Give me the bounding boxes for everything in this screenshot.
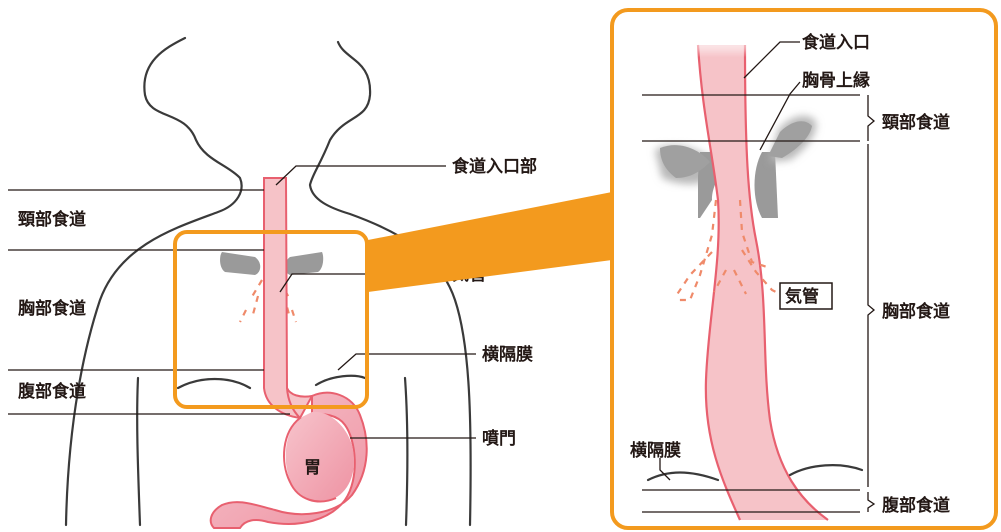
entrance-part-label: 食道入口部 (452, 156, 537, 177)
abdominal-label: 腹部食道 (18, 381, 86, 402)
zoom-thoracic-label: 胸部食道 (882, 301, 950, 322)
cardia-label: 噴門 (482, 429, 516, 449)
zoom-cervical-label: 頸部食道 (882, 112, 950, 133)
stomach-label: 胃 (304, 458, 321, 478)
zoom-diaphragm-label: 横隔膜 (630, 440, 681, 461)
zoom-abdominal-label: 腹部食道 (882, 495, 950, 516)
zoom-entrance-label: 食道入口 (802, 32, 870, 53)
callout-wedge (368, 192, 612, 292)
zoom-sternum-label: 胸骨上縁 (802, 70, 870, 91)
diaphragm-label: 横隔膜 (482, 344, 533, 365)
thoracic-label: 胸部食道 (18, 298, 86, 319)
cervical-label: 頸部食道 (18, 209, 86, 230)
zoom-trachea-label: 気管 (784, 286, 819, 307)
